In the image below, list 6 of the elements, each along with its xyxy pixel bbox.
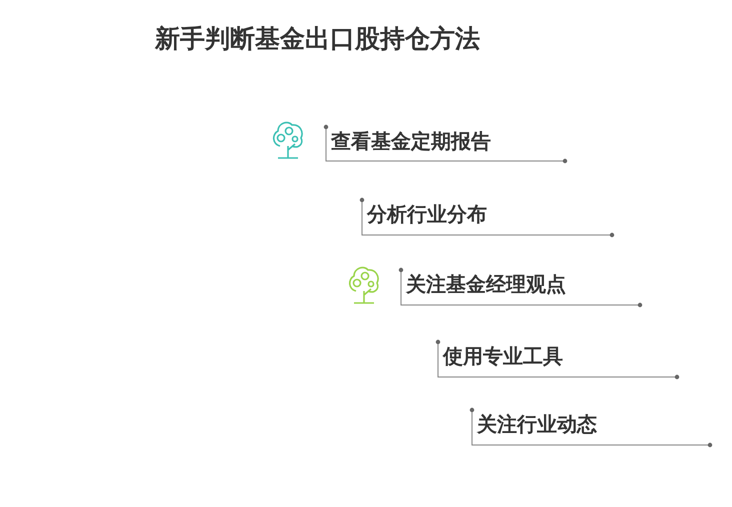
item-label: 分析行业分布 bbox=[367, 202, 487, 226]
item-label: 使用专业工具 bbox=[443, 344, 563, 368]
item-label: 查看基金定期报告 bbox=[331, 129, 491, 153]
title: 新手判断基金出口股持仓方法 bbox=[155, 23, 480, 55]
item-label: 关注基金经理观点 bbox=[406, 272, 566, 296]
item-label: 关注行业动态 bbox=[477, 412, 597, 436]
